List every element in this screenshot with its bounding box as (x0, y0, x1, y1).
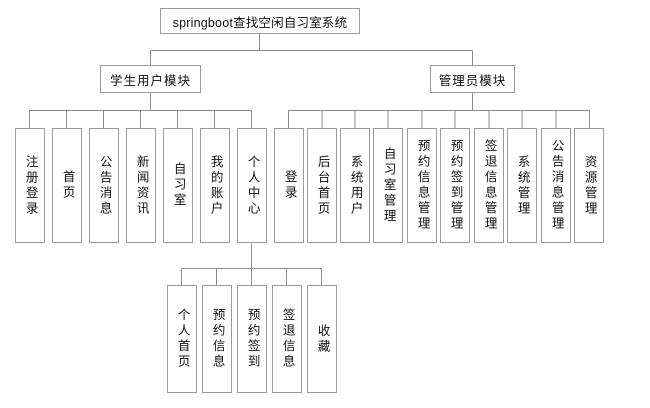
student-leaf-register-login[interactable]: 注册登录 (15, 128, 45, 243)
admin-leaf-announcement-management[interactable]: 公告消息管理 (541, 128, 571, 243)
student-leaf-personal-center[interactable]: 个人中心 (237, 128, 267, 243)
personal-center-leaf-checkout-info[interactable]: 签退信息 (272, 285, 302, 393)
admin-leaf-resource-management[interactable]: 资源管理 (574, 128, 604, 243)
admin-leaf-system-management[interactable]: 系统管理 (507, 128, 537, 243)
personal-center-leaf-personal-home[interactable]: 个人首页 (167, 285, 197, 393)
personal-center-leaf-checkout-info-label: 签退信息 (280, 308, 295, 370)
module-node-student[interactable]: 学生用户模块 (100, 65, 201, 93)
student-leaf-home[interactable]: 首页 (52, 128, 82, 243)
student-leaf-personal-center-label: 个人中心 (245, 154, 260, 217)
personal-center-leaf-reservation-info[interactable]: 预约信息 (202, 285, 232, 393)
student-leaf-news-label: 新闻资讯 (134, 154, 149, 217)
admin-leaf-system-management-label: 系统管理 (515, 154, 530, 217)
admin-leaf-backend-home[interactable]: 后台首页 (307, 128, 337, 243)
root-node-label: springboot查找空闲自习室系统 (172, 15, 348, 30)
admin-leaf-login-label: 登录 (282, 170, 297, 201)
module-node-student-label: 学生用户模块 (109, 73, 191, 88)
personal-center-leaf-reservation-checkin-label: 预约签到 (245, 308, 260, 370)
student-leaf-news[interactable]: 新闻资讯 (126, 128, 156, 243)
admin-leaf-study-room-management-label: 自习室管理 (381, 146, 396, 225)
personal-center-leaf-personal-home-label: 个人首页 (175, 308, 190, 370)
admin-leaf-reservation-checkin-management-label: 预约签到管理 (448, 139, 463, 232)
admin-leaf-system-users[interactable]: 系统用户 (340, 128, 370, 243)
admin-leaf-system-users-label: 系统用户 (348, 154, 363, 217)
student-leaf-study-room[interactable]: 自习室 (163, 128, 193, 243)
module-node-admin-label: 管理员模块 (438, 73, 507, 88)
student-leaf-register-login-label: 注册登录 (23, 154, 38, 217)
admin-leaf-reservation-checkin-management[interactable]: 预约签到管理 (440, 128, 470, 243)
admin-leaf-announcement-management-label: 公告消息管理 (549, 139, 564, 232)
admin-leaf-checkout-info-management-label: 签退信息管理 (482, 139, 497, 232)
student-leaf-announcements-label: 公告消息 (97, 154, 112, 217)
student-leaf-home-label: 首页 (60, 170, 75, 201)
admin-leaf-resource-management-label: 资源管理 (582, 154, 597, 217)
personal-center-leaf-reservation-info-label: 预约信息 (210, 308, 225, 370)
student-leaf-my-account-label: 我的账户 (208, 154, 223, 217)
module-node-admin[interactable]: 管理员模块 (430, 65, 515, 93)
admin-leaf-reservation-info-management[interactable]: 预约信息管理 (407, 128, 437, 243)
admin-leaf-login[interactable]: 登录 (274, 128, 304, 243)
student-leaf-study-room-label: 自习室 (171, 162, 186, 209)
personal-center-leaf-favorites-label: 收藏 (315, 323, 330, 355)
personal-center-leaf-reservation-checkin[interactable]: 预约签到 (237, 285, 267, 393)
student-leaf-my-account[interactable]: 我的账户 (200, 128, 230, 243)
admin-leaf-study-room-management[interactable]: 自习室管理 (373, 128, 403, 243)
root-node[interactable]: springboot查找空闲自习室系统 (160, 8, 360, 34)
personal-center-leaf-favorites[interactable]: 收藏 (307, 285, 337, 393)
admin-leaf-backend-home-label: 后台首页 (315, 154, 330, 217)
admin-leaf-reservation-info-management-label: 预约信息管理 (415, 139, 430, 232)
student-leaf-announcements[interactable]: 公告消息 (89, 128, 119, 243)
admin-leaf-checkout-info-management[interactable]: 签退信息管理 (474, 128, 504, 243)
